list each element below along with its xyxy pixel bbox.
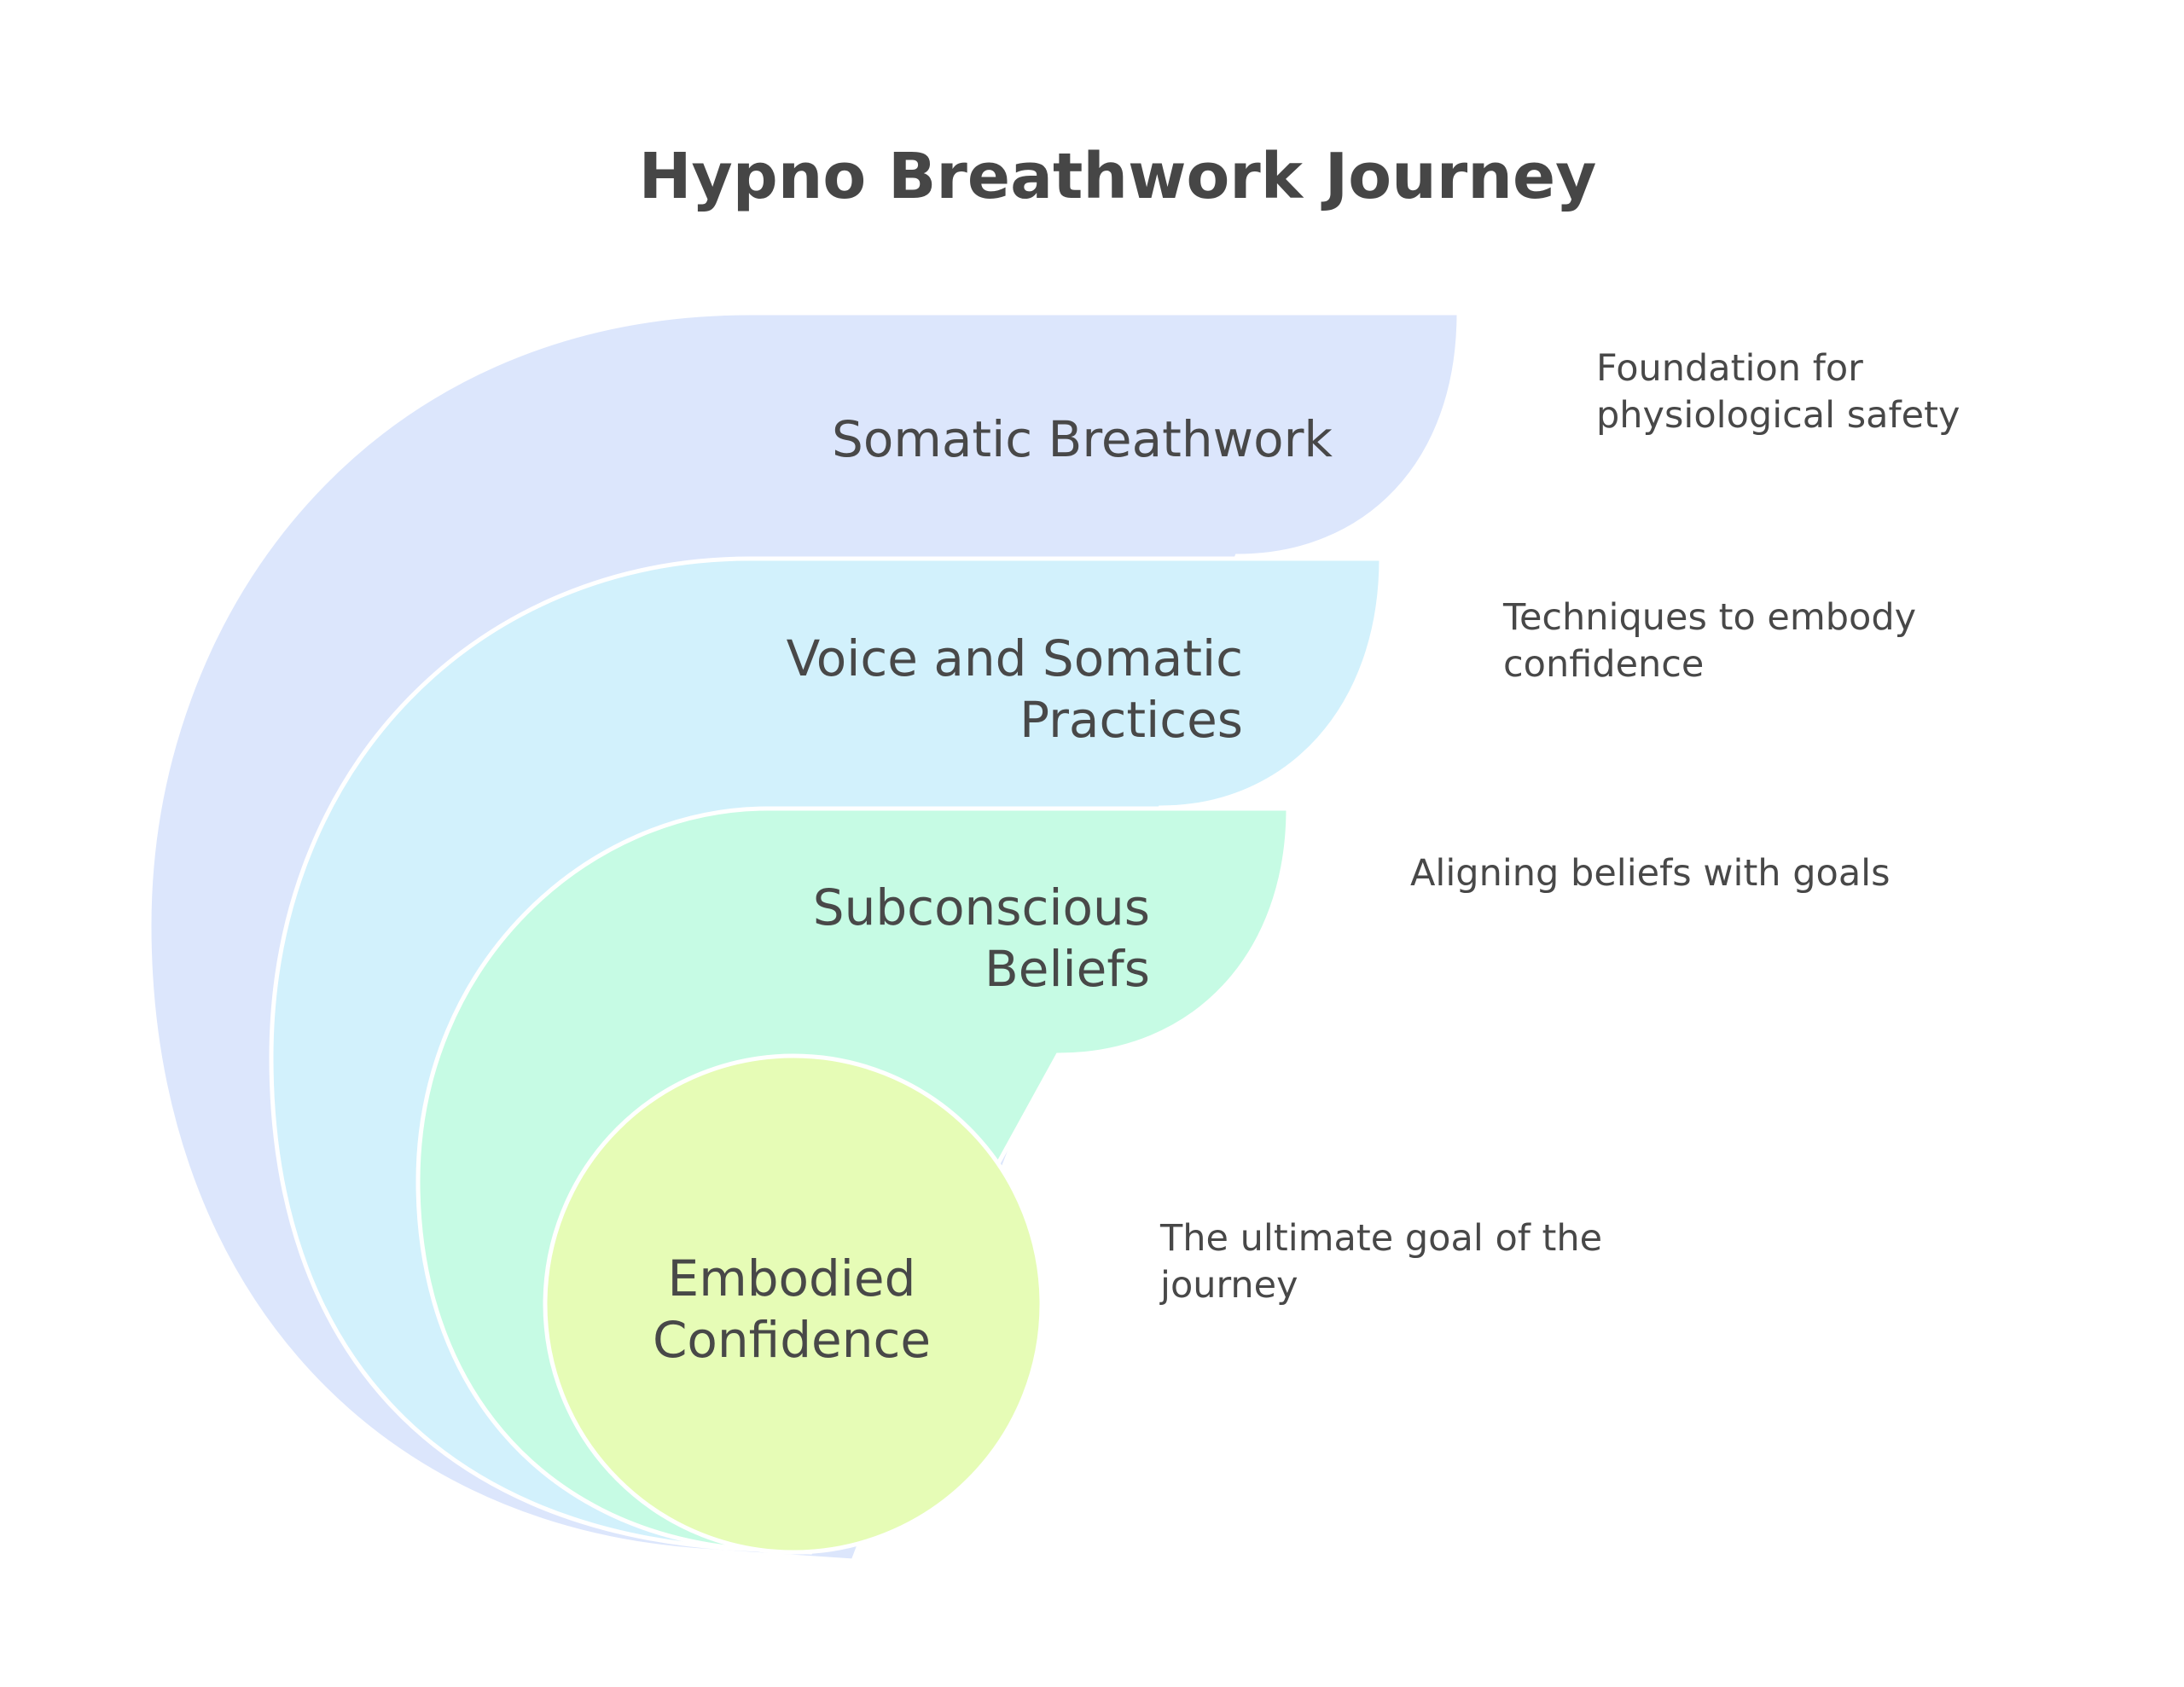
description-line: Aligning beliefs with goals [1410, 852, 1891, 895]
layer-label-line: Confidence [653, 1311, 931, 1369]
layer-voice-somatic-practices-label: Voice and Somatic Practices [787, 629, 1243, 749]
description-line: physiological safety [1596, 394, 1960, 437]
layer-label-line: Embodied [668, 1249, 916, 1307]
layer-label-line: Practices [1019, 691, 1243, 749]
description-line: Techniques to embody [1502, 596, 1916, 639]
layer-somatic-breathwork-label: Somatic Breathwork [832, 410, 1333, 468]
description-embodied-confidence: The ultimate goal of the journey [1159, 1217, 1602, 1307]
description-line: The ultimate goal of the [1159, 1217, 1602, 1260]
layer-label-line: Somatic Breathwork [832, 410, 1333, 468]
description-somatic-breathwork: Foundation for physiological safety [1596, 347, 1960, 437]
diagram-title: Hypno Breathwork Journey [639, 140, 1597, 213]
description-subconscious-beliefs: Aligning beliefs with goals [1410, 852, 1891, 895]
layer-label-line: Voice and Somatic [787, 629, 1243, 687]
description-line: confidence [1503, 643, 1704, 686]
layer-embodied-confidence-label: Embodied Confidence [653, 1249, 931, 1369]
description-line: journey [1159, 1264, 1298, 1307]
layer-label-line: Subconscious [813, 878, 1150, 936]
layer-embodied-confidence-shape [543, 1053, 1044, 1555]
layer-subconscious-beliefs-label: Subconscious Beliefs [813, 878, 1150, 998]
description-line: Foundation for [1596, 347, 1863, 390]
layer-label-line: Beliefs [985, 940, 1150, 998]
description-voice-somatic-practices: Techniques to embody confidence [1502, 596, 1916, 686]
